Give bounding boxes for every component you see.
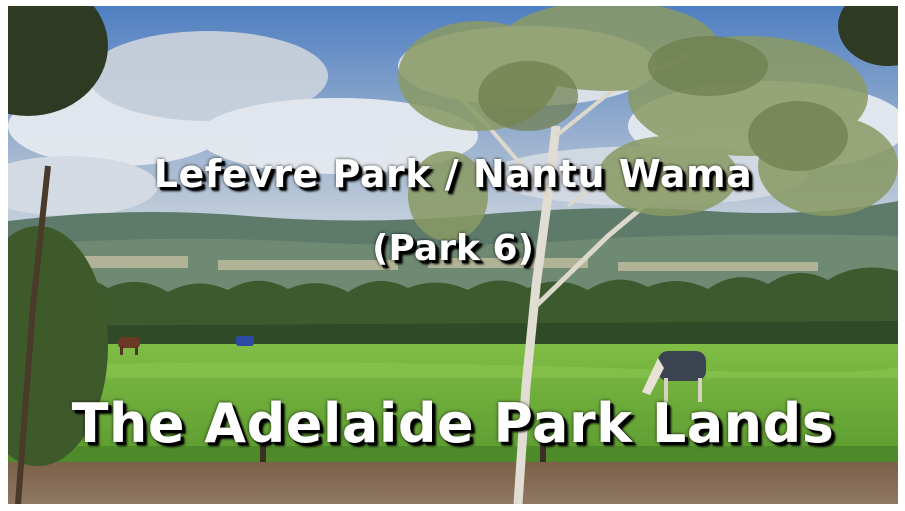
left-tree [8,6,108,504]
horse-rug-grey [642,351,706,402]
horse-brown [118,337,140,355]
eucalyptus-tree [398,6,898,504]
horses [118,336,706,402]
town [68,256,818,271]
dirt-path [8,462,898,504]
park-photo: Lefevre Park / Nantu Wama (Park 6) The A… [8,6,898,504]
subtitle-caption: (Park 6) [372,228,534,269]
main-caption: The Adelaide Park Lands [71,392,835,455]
horse-blue-rug [236,336,254,346]
title-caption: Lefevre Park / Nantu Wama [153,152,753,196]
park-scene [8,6,898,504]
